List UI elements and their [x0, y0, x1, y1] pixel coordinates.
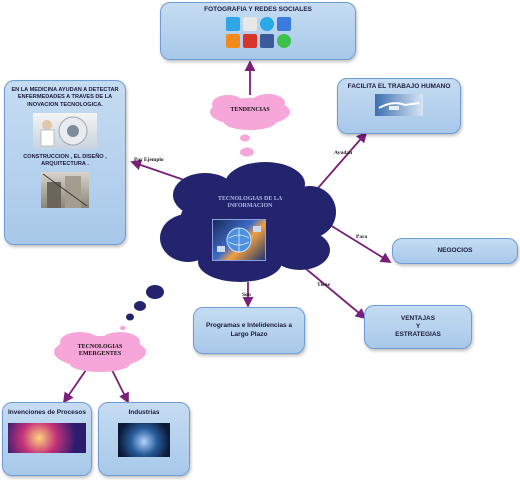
ventajas-line1: VENTAJAS — [400, 314, 436, 322]
medicine-text: EN LA MEDICINA AYUDAN A DETECTAR ENFERME… — [11, 87, 119, 108]
medicine-box: EN LA MEDICINA AYUDAN A DETECTAR ENFERME… — [4, 80, 126, 245]
industry-image — [118, 423, 170, 458]
invenciones-title: Invenciones de Procesos — [7, 409, 87, 416]
messenger-icon — [276, 17, 291, 32]
trail-dot — [146, 285, 164, 299]
facebook-icon — [259, 34, 274, 49]
ventajas-box: VENTAJAS Y ESTRATEGIAS — [364, 305, 472, 349]
twitter-icon — [225, 17, 240, 32]
industrias-box: Industrias — [98, 402, 190, 476]
robot-hand-image — [375, 94, 423, 117]
emergentes-cloud — [54, 332, 146, 372]
trail-dot — [134, 301, 146, 311]
tendencias-label: TENDENCIAS — [230, 107, 270, 113]
skype-icon — [259, 17, 274, 32]
process-image — [8, 423, 86, 454]
connector-tiene: Tiene — [317, 282, 331, 288]
line-to-left — [130, 159, 191, 183]
trail-dot-pink — [120, 325, 126, 331]
trail-dot — [126, 313, 134, 321]
connector-ayudan: Ayudan — [334, 150, 353, 156]
negocios-title: NEGOCIOS — [437, 246, 473, 254]
youtube-icon — [242, 34, 257, 49]
connector-por-ejemplo: Por Ejemplo — [134, 157, 164, 163]
ventajas-line3: ESTRATEGIAS — [395, 331, 441, 339]
construction-text: CONSTRUCCION , EL DISEÑO , ARQUITECTURA … — [23, 153, 107, 168]
line-to-industrias — [111, 369, 129, 404]
human-work-title: FACILITA EL TRABAJO HUMANO — [347, 83, 451, 90]
whatsapp-icon — [276, 34, 291, 49]
line-to-negocios — [329, 224, 392, 263]
social-media-title: FOTOGRAFIA Y REDES SOCIALES — [204, 6, 312, 13]
center-title: TECNOLOGIAS DE LA INFORMACION — [217, 196, 283, 210]
social-icons-grid — [225, 17, 291, 49]
programas-box: Programas e Intelidencias a Largo Plazo — [193, 307, 305, 354]
trail-dot-pink — [240, 134, 250, 142]
human-work-box: FACILITA EL TRABAJO HUMANO — [337, 78, 461, 134]
industrias-title: Industrias — [128, 409, 160, 416]
line-to-invenciones — [62, 369, 87, 404]
line-to-ventajas — [304, 267, 367, 320]
connector-para: Para — [356, 234, 368, 240]
emergentes-label: TECNOLOGIAS EMERGENTES — [77, 344, 123, 358]
negocios-box: NEGOCIOS — [392, 238, 518, 264]
center-globe-image — [212, 219, 266, 261]
connector-son: Son — [242, 292, 251, 298]
ventajas-line2: Y — [415, 322, 421, 330]
trail-dot-pink — [240, 147, 254, 157]
social-media-box: FOTOGRAFIA Y REDES SOCIALES — [160, 2, 356, 60]
tendencias-cloud — [210, 94, 290, 130]
programas-text: Programas e Intelidencias a Largo Plazo — [206, 322, 292, 338]
invenciones-box: Invenciones de Procesos — [2, 402, 92, 476]
line-to-right-top — [317, 131, 368, 189]
google-icon — [242, 17, 257, 32]
medical-scanner-image — [33, 112, 97, 149]
construction-image — [41, 172, 89, 209]
rss-icon — [225, 34, 240, 49]
